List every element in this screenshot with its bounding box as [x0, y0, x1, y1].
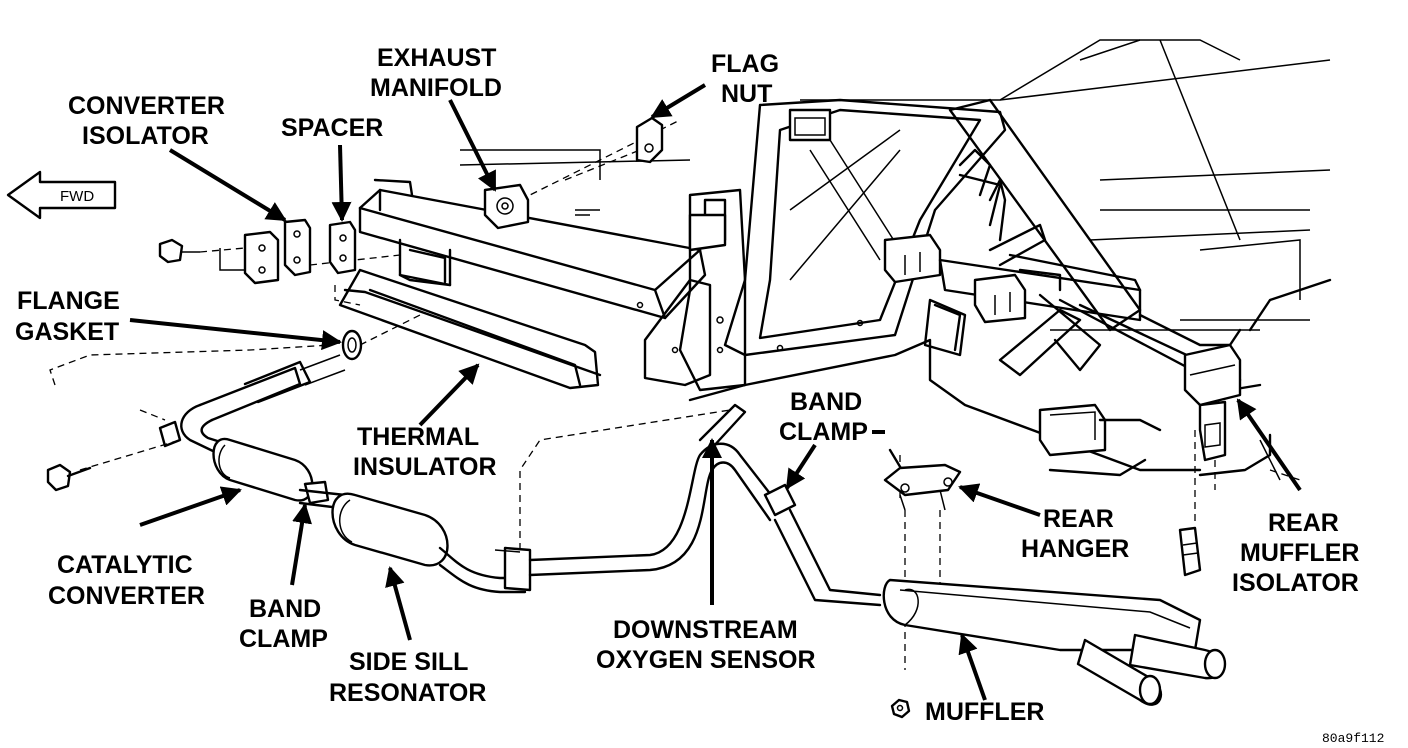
label-rear-hanger-line2: HANGER [1021, 535, 1129, 563]
label-rear-hanger-line1: REAR [1043, 505, 1114, 533]
nut-symbol-icon [890, 698, 911, 719]
flange-gasket-part [341, 329, 363, 361]
label-catalytic-converter-line2: CONVERTER [48, 582, 205, 610]
label-muffler: MUFFLER [925, 698, 1044, 726]
fwd-arrow-icon: FWD [6, 170, 117, 220]
label-rear-muffler-isolator-line1: REAR [1268, 509, 1339, 537]
label-catalytic-converter-line1: CATALYTIC [57, 551, 193, 579]
label-band-clamp-front-line2: CLAMP [239, 625, 328, 653]
label-downstream-oxygen-sensor-line2: OXYGEN SENSOR [596, 646, 816, 674]
figure-code: 80a9f112 [1322, 731, 1384, 746]
label-thermal-insulator-line1: THERMAL [357, 423, 479, 451]
fwd-label: FWD [60, 188, 94, 205]
converter-isolator-part [158, 218, 312, 285]
label-flag-nut-line2: NUT [721, 80, 772, 108]
label-spacer: SPACER [281, 114, 383, 142]
spacer-part [328, 220, 357, 275]
exhaust-pipe [158, 354, 1227, 706]
rear-muffler-isolator-part [1178, 343, 1242, 577]
flag-nut-part [635, 116, 664, 164]
assembly-guide-lines [49, 119, 1301, 670]
vehicle-frame [338, 39, 1332, 481]
rear-hanger-part [883, 448, 962, 511]
label-rear-muffler-isolator-line2: MUFFLER [1240, 539, 1359, 567]
leader-lines [129, 83, 1302, 701]
label-band-clamp-rear-line1: BAND [790, 388, 862, 416]
label-band-clamp-front-line1: BAND [249, 595, 321, 623]
label-side-sill-resonator-line1: SIDE SILL [349, 648, 468, 676]
label-downstream-oxygen-sensor-line1: DOWNSTREAM [613, 616, 798, 644]
bolt-front [46, 463, 92, 492]
label-converter-isolator-line2: ISOLATOR [82, 122, 209, 150]
label-exhaust-manifold-line2: MANIFOLD [370, 74, 502, 102]
label-flag-nut-line1: FLAG [711, 50, 779, 78]
label-thermal-insulator-line2: INSULATOR [353, 453, 497, 481]
label-band-clamp-rear-line2: CLAMP [779, 418, 868, 446]
label-side-sill-resonator-line2: RESONATOR [329, 679, 486, 707]
label-flange-gasket-line1: FLANGE [17, 287, 120, 315]
label-exhaust-manifold-line1: EXHAUST [377, 44, 496, 72]
label-rear-muffler-isolator-line3: ISOLATOR [1232, 569, 1359, 597]
exhaust-manifold-part [483, 183, 530, 230]
callout-labels: EXHAUST MANIFOLD FLAG NUT CONVERTER ISOL… [15, 44, 1384, 746]
label-converter-isolator-line1: CONVERTER [68, 92, 225, 120]
label-flange-gasket-line2: GASKET [15, 318, 119, 346]
